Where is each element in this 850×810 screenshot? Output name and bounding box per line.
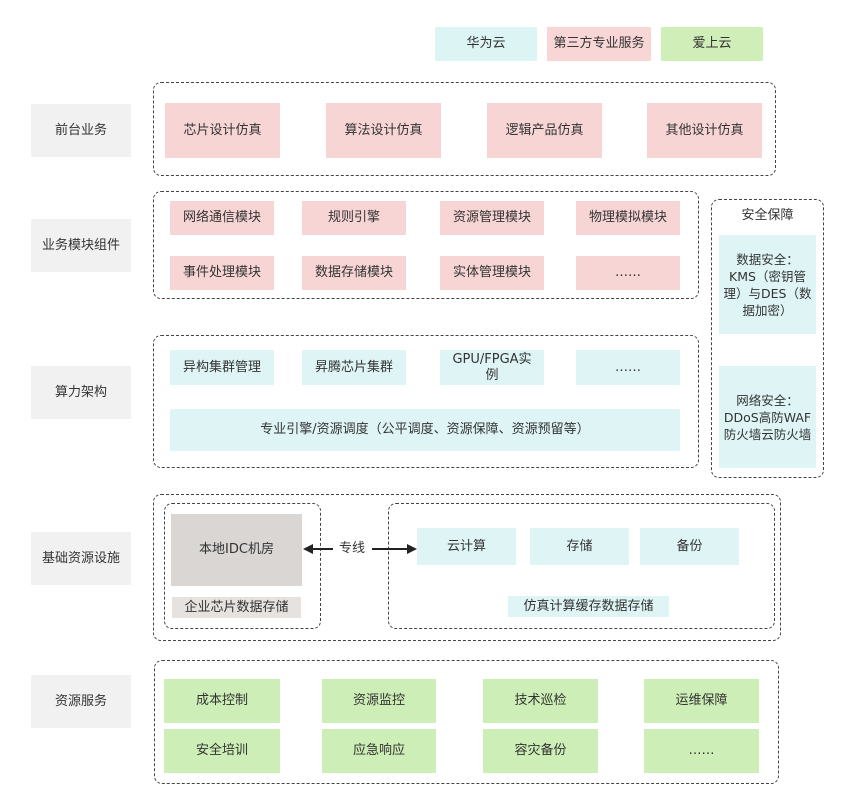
service-item: 容灾备份 (483, 729, 598, 773)
network-security: 网络安全：DDoS高防WAF防火墙云防火墙 (719, 366, 816, 468)
service-item-label: …… (688, 743, 715, 758)
local-idc-container (164, 503, 321, 629)
cloud-item: 存储 (530, 528, 629, 565)
cloud-item-label: 存储 (566, 538, 593, 554)
compute-item-label: 异构集群管理 (182, 359, 261, 375)
frontend-container (153, 82, 776, 176)
compute-item: 异构集群管理 (170, 350, 274, 385)
service-item: 技术巡检 (483, 679, 598, 723)
cloud-container (388, 503, 775, 629)
service-item-label: 成本控制 (195, 693, 248, 708)
service-item-label: 容灾备份 (514, 743, 567, 758)
layer-infra-label: 基础资源设施 (41, 551, 120, 566)
sim-storage: 仿真计算缓存数据存储 (508, 596, 669, 617)
module-item-label: 事件处理模块 (182, 265, 261, 280)
security-title-label: 安全保障 (741, 207, 794, 223)
legend-aishang-cloud: 爱上云 (661, 27, 763, 61)
module-item-label: 数据存储模块 (314, 265, 393, 280)
service-item-label: 应急响应 (352, 743, 405, 758)
cloud-item: 云计算 (417, 528, 516, 565)
module-item-label: 物理模拟模块 (588, 210, 667, 225)
layer-services-label: 资源服务 (54, 694, 107, 709)
service-item: 安全培训 (164, 729, 280, 773)
compute-item: …… (576, 350, 680, 385)
security-title: 安全保障 (711, 202, 824, 224)
layer-compute: 算力架构 (31, 366, 131, 419)
frontend-item-label: 算法设计仿真 (344, 122, 423, 138)
frontend-item: 逻辑产品仿真 (487, 103, 602, 158)
layer-frontend-label: 前台业务 (54, 123, 107, 138)
layer-frontend: 前台业务 (31, 104, 131, 157)
legend-huawei-cloud-label: 华为云 (466, 36, 506, 51)
security-container (711, 199, 824, 478)
compute-item-label: …… (615, 359, 641, 375)
layer-services: 资源服务 (31, 675, 131, 728)
service-item: 成本控制 (164, 679, 280, 723)
module-item-label: 网络通信模块 (182, 210, 261, 225)
compute-container (153, 335, 699, 468)
enterprise-storage: 企业芯片数据存储 (172, 597, 301, 618)
legend-third-party: 第三方专业服务 (547, 27, 651, 61)
frontend-item-label: 其他设计仿真 (665, 122, 744, 138)
layer-infra: 基础资源设施 (31, 532, 131, 585)
compute-item-label: GPU/FPGA实例 (452, 351, 532, 383)
service-item: 应急响应 (322, 729, 436, 773)
infra-container (153, 494, 781, 641)
data-security: 数据安全：KMS（密钥管理）与DES（数据加密） (719, 235, 816, 334)
service-item-label: 技术巡检 (514, 693, 567, 708)
compute-item-label: 昇腾芯片集群 (314, 359, 393, 375)
compute-scheduler: 专业引擎/资源调度（公平调度、资源保障、资源预留等） (170, 409, 680, 451)
module-item: …… (576, 256, 680, 290)
module-item-label: …… (615, 265, 641, 280)
module-item: 物理模拟模块 (576, 201, 680, 235)
services-container (154, 660, 779, 784)
enterprise-storage-label: 企业芯片数据存储 (184, 599, 289, 615)
module-item: 数据存储模块 (302, 256, 406, 290)
module-item-label: 规则引擎 (327, 210, 380, 225)
frontend-item: 其他设计仿真 (647, 103, 762, 158)
service-item: 资源监控 (322, 679, 436, 723)
frontend-item-label: 芯片设计仿真 (183, 122, 262, 138)
legend-third-party-label: 第三方专业服务 (553, 36, 645, 51)
legend-aishang-cloud-label: 爱上云 (692, 36, 732, 51)
local-idc-label: 本地IDC机房 (199, 542, 274, 557)
layer-modules: 业务模块组件 (31, 219, 131, 272)
service-item: 运维保障 (644, 679, 759, 723)
dedicated-line-label: 专线 (333, 540, 371, 558)
cloud-item: 备份 (640, 528, 739, 565)
local-idc: 本地IDC机房 (171, 514, 302, 586)
frontend-item: 算法设计仿真 (326, 103, 441, 158)
compute-scheduler-label: 专业引擎/资源调度（公平调度、资源保障、资源预留等） (260, 422, 590, 437)
service-item: …… (644, 729, 759, 773)
module-item: 事件处理模块 (170, 256, 274, 290)
network-security-label: 网络安全：DDoS高防WAF防火墙云防火墙 (723, 392, 812, 442)
layer-compute-label: 算力架构 (54, 385, 107, 400)
service-item-label: 安全培训 (195, 743, 248, 758)
service-item-label: 运维保障 (675, 693, 728, 708)
module-item: 资源管理模块 (440, 201, 544, 235)
sim-storage-label: 仿真计算缓存数据存储 (523, 598, 654, 614)
modules-container (153, 191, 699, 299)
cloud-item-label: 备份 (676, 538, 703, 554)
module-item-label: 资源管理模块 (452, 210, 531, 225)
compute-item: 昇腾芯片集群 (302, 350, 406, 385)
module-item: 规则引擎 (302, 201, 406, 235)
layer-modules-label: 业务模块组件 (41, 238, 120, 253)
compute-item: GPU/FPGA实例 (440, 350, 544, 385)
data-security-label: 数据安全：KMS（密钥管理）与DES（数据加密） (723, 251, 812, 318)
cloud-item-label: 云计算 (446, 538, 486, 554)
dedicated-line-text: 专线 (338, 541, 365, 556)
service-item-label: 资源监控 (352, 693, 405, 708)
module-item: 网络通信模块 (170, 201, 274, 235)
frontend-item: 芯片设计仿真 (165, 103, 280, 158)
legend-huawei-cloud: 华为云 (435, 27, 537, 61)
frontend-item-label: 逻辑产品仿真 (505, 122, 584, 138)
module-item-label: 实体管理模块 (452, 265, 531, 280)
module-item: 实体管理模块 (440, 256, 544, 290)
